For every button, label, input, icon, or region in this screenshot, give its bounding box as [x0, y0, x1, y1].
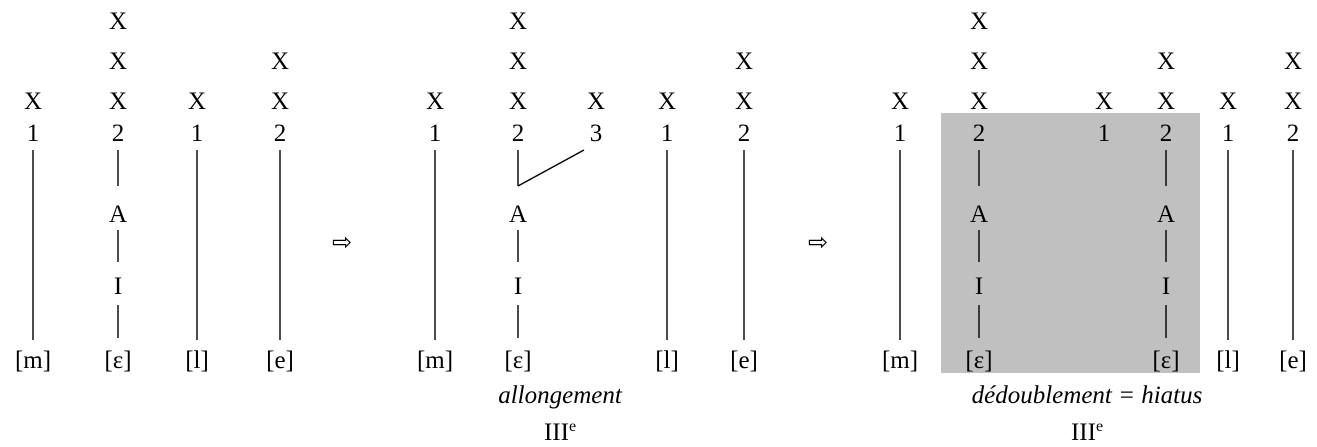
panel-3-caption: dédoublement = hiatus — [972, 382, 1203, 409]
panel-3-col-4-level: 1 — [1222, 120, 1235, 147]
panel-3-col-1-x-2: X — [970, 88, 988, 115]
panel-1-col-1-level: 2 — [112, 120, 125, 147]
panel-1-col-1-element-A: A — [109, 201, 127, 228]
panel-2-col-1-element-I: I — [514, 273, 522, 300]
panel-1-col-2-level: 1 — [191, 120, 204, 147]
panel-2-col-1-element-A: A — [509, 201, 527, 228]
panel-3-col-0-segment: [m] — [882, 347, 918, 374]
panel-3-col-5-level: 2 — [1287, 120, 1300, 147]
panel-3-col-0-x-0: X — [891, 88, 909, 115]
panel-2-col-0-level: 1 — [429, 120, 442, 147]
panel-1-col-1-x-2: X — [109, 88, 127, 115]
panel-2-col-2-level: 3 — [590, 120, 603, 147]
panel-3-col-5-x-0: X — [1284, 48, 1302, 75]
panel-2-col-0-x-0: X — [426, 88, 444, 115]
panel-3-col-2-x-0: X — [1095, 88, 1113, 115]
panel-2-col-4-segment: [e] — [730, 347, 758, 374]
panel-1-col-2-x-0: X — [188, 88, 206, 115]
panel-2-col-4-level: 2 — [738, 120, 751, 147]
panel-3-col-3-element-A: A — [1157, 201, 1175, 228]
panel-2-col-3-segment: [l] — [655, 347, 679, 374]
panel-3-label-superscript: e — [1096, 418, 1103, 435]
panel-2-col-4-x-0: X — [735, 48, 753, 75]
panel-1-col-3-segment: [e] — [266, 347, 294, 374]
panel-2-label: IIIe — [544, 418, 576, 446]
panel-3-col-1-element-I: I — [975, 273, 983, 300]
panel-3-col-5-x-1: X — [1284, 88, 1302, 115]
panel-3-col-4-x-0: X — [1219, 88, 1237, 115]
panel-2-col-2-x-0: X — [587, 88, 605, 115]
panel-2-col-3-level: 1 — [661, 120, 674, 147]
panel-1-col-1-element-I: I — [114, 273, 122, 300]
panel-3-col-1-x-1: X — [970, 48, 988, 75]
panel-3-col-3-element-I: I — [1162, 273, 1170, 300]
panel-2-col-4-x-1: X — [735, 88, 753, 115]
panel-3-label-numeral: III — [1071, 419, 1096, 446]
hiatus-shaded-region — [941, 113, 1200, 373]
panel-1-col-3-x-1: X — [271, 88, 289, 115]
panel-3-col-4-segment: [l] — [1216, 347, 1240, 374]
panel-2-col-1-x-2: X — [509, 88, 527, 115]
panel-2-label-superscript: e — [569, 418, 576, 435]
panel-2-col-3-x-0: X — [658, 88, 676, 115]
panel-3-col-3-segment: [ɛ] — [1152, 347, 1179, 374]
panel-3-col-1-element-A: A — [970, 201, 988, 228]
panel-2-caption: allongement — [498, 382, 623, 409]
panel-1-col-1-segment: [ɛ] — [104, 347, 131, 374]
panel-3-col-3-x-1: X — [1157, 88, 1175, 115]
panel-3-label: IIIe — [1071, 418, 1103, 446]
panel-3-col-3-x-0: X — [1157, 48, 1175, 75]
panel-1-col-0-level: 1 — [27, 120, 40, 147]
panel-3-col-1-x-0: X — [970, 8, 988, 35]
panel-1-col-0-x-0: X — [24, 88, 42, 115]
panel-2-col-1-level: 2 — [512, 120, 525, 147]
panel-1-col-3-x-0: X — [271, 48, 289, 75]
panel-3-col-1-level: 2 — [973, 120, 986, 147]
panel-2-col-1-x-1: X — [509, 48, 527, 75]
panel-1-col-1-x-1: X — [109, 48, 127, 75]
panel-1-col-3-level: 2 — [274, 120, 287, 147]
derivation-arrow-2: ⇨ — [808, 228, 828, 256]
panel-3-col-2-level: 1 — [1098, 120, 1111, 147]
panel-3-col-3-level: 2 — [1160, 120, 1173, 147]
panel-2-col-1-segment: [ɛ] — [504, 347, 531, 374]
derivation-arrow-1: ⇨ — [332, 228, 352, 256]
panel-2-label-numeral: III — [544, 419, 569, 446]
panel-3-col-5-segment: [e] — [1279, 347, 1307, 374]
panel-3-col-1-segment: [ɛ] — [965, 347, 992, 374]
panel-2-col-1-x-0: X — [509, 8, 527, 35]
panel-2-lengthening-branch-line — [517, 149, 585, 187]
panel-1-col-2-segment: [l] — [185, 347, 209, 374]
panel-2-col-0-segment: [m] — [417, 347, 453, 374]
panel-3-col-0-level: 1 — [894, 120, 907, 147]
panel-1-col-0-segment: [m] — [15, 347, 51, 374]
panel-1-col-1-x-0: X — [109, 8, 127, 35]
